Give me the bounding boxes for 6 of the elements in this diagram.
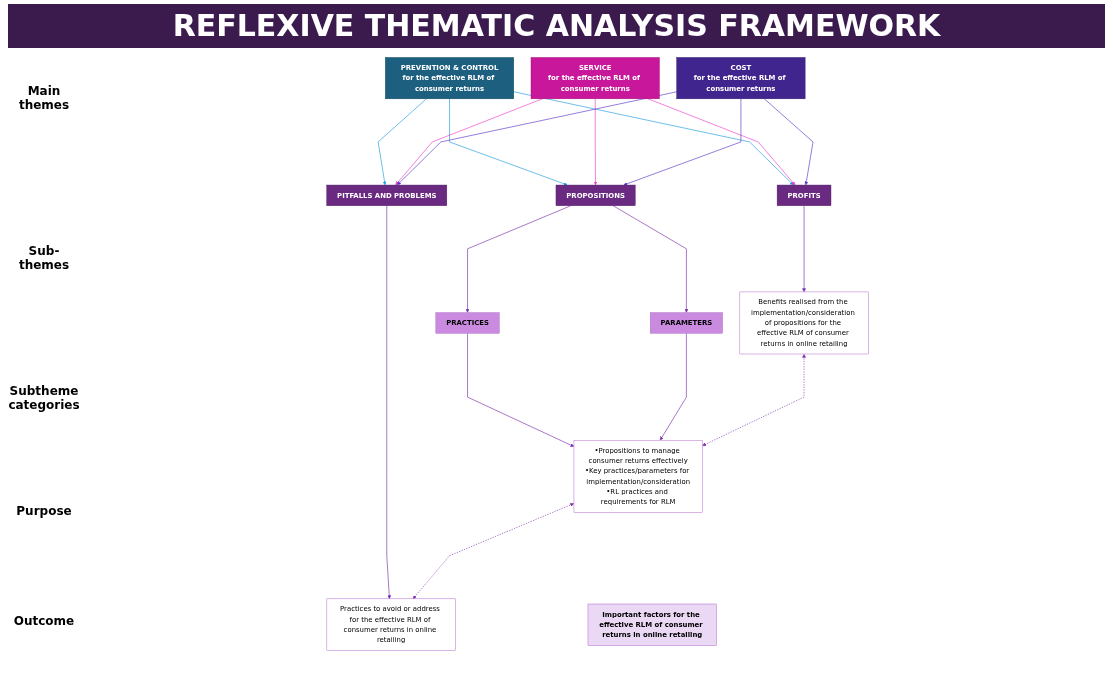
title-banner: REFLEXIVE THEMATIC ANALYSIS FRAMEWORK (8, 4, 1105, 48)
row-label: Main themes (17, 84, 71, 112)
row-label: Purpose (15, 504, 73, 518)
row-label: Subtheme categories (7, 384, 81, 412)
row-label: Sub-themes (17, 244, 71, 272)
row-label: Outcome (12, 614, 76, 628)
